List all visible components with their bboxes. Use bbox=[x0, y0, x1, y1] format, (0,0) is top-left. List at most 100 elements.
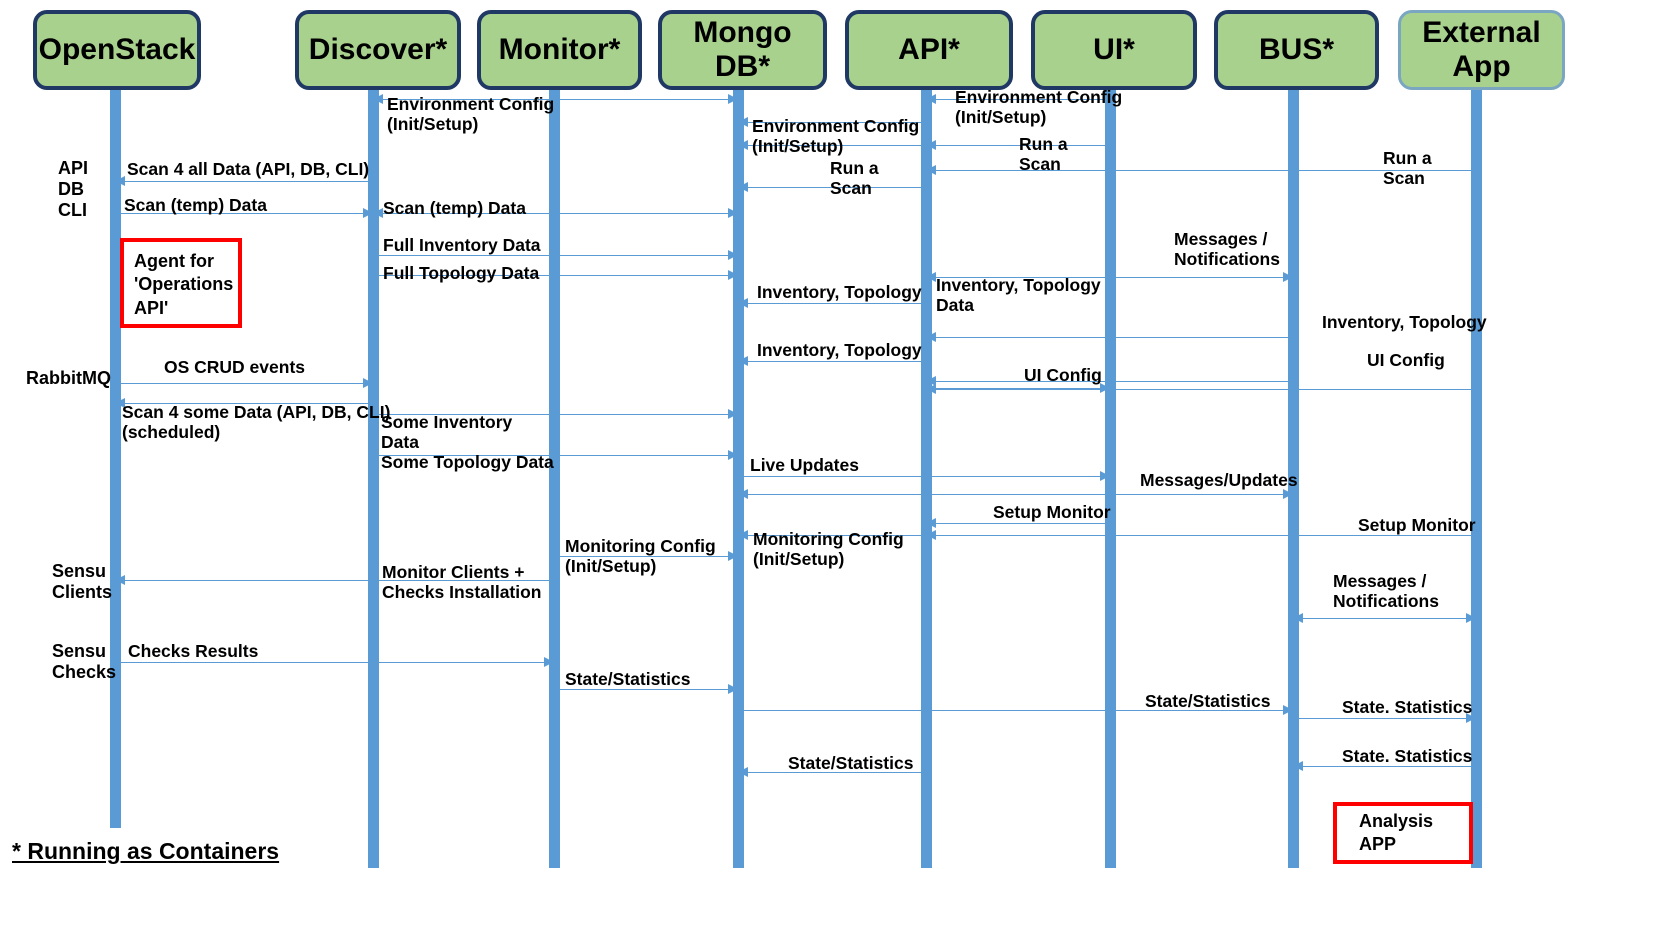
arrow-head-right-icon bbox=[1283, 489, 1293, 499]
message-arrow-m36 bbox=[1293, 618, 1476, 619]
message-label-m19: Inventory, Topology bbox=[1322, 312, 1487, 332]
arrow-head-left-icon bbox=[926, 530, 936, 540]
message-arrow-m24 bbox=[926, 389, 1476, 390]
arrow-head-left-icon bbox=[926, 332, 936, 342]
actor-box-monitor[interactable]: Monitor* bbox=[477, 10, 642, 90]
message-label-m16: Messages / Notifications bbox=[1174, 229, 1280, 269]
message-arrow-m28 bbox=[738, 476, 1110, 477]
actor-box-discover[interactable]: Discover* bbox=[295, 10, 461, 90]
actor-label: Discover* bbox=[308, 33, 448, 67]
message-arrow-m42 bbox=[738, 772, 926, 773]
actor-box-mongodb[interactable]: Mongo DB* bbox=[658, 10, 827, 90]
message-arrow-m20 bbox=[738, 361, 926, 362]
message-label-m40: State. Statistics bbox=[1342, 697, 1473, 717]
message-label-m04: Environment Config (Init/Setup) bbox=[955, 87, 1123, 127]
arrow-head-right-icon bbox=[728, 551, 738, 561]
arrow-head-right-icon bbox=[363, 208, 373, 218]
message-arrow-m30 bbox=[738, 494, 1110, 495]
actor-box-ui[interactable]: UI* bbox=[1031, 10, 1197, 90]
arrow-head-left-icon bbox=[738, 298, 748, 308]
message-arrow-m37 bbox=[115, 662, 554, 663]
message-arrow-m15 bbox=[373, 275, 738, 276]
message-label-m42: State/Statistics bbox=[788, 753, 914, 773]
message-label-m01: Environment Config (Init/Setup) bbox=[387, 94, 555, 134]
message-label-m28: Live Updates bbox=[750, 455, 859, 475]
message-arrow-m02 bbox=[554, 99, 738, 100]
arrow-head-right-icon bbox=[544, 657, 554, 667]
message-label-m36: Messages / Notifications bbox=[1333, 571, 1439, 611]
message-label-m11: Scan (temp) Data bbox=[124, 195, 267, 215]
message-label-m38: State/Statistics bbox=[565, 669, 691, 689]
message-label-m23: OS CRUD events bbox=[164, 357, 306, 377]
message-arrow-m06 bbox=[926, 145, 1110, 146]
message-arrow-m25 bbox=[115, 403, 373, 404]
note-agent-operations-api: Agent for 'Operations API' bbox=[120, 238, 242, 328]
arrow-head-left-icon bbox=[115, 575, 125, 585]
arrow-head-left-icon bbox=[738, 530, 748, 540]
message-arrow-m04 bbox=[926, 99, 1110, 100]
arrow-head-right-icon bbox=[1466, 613, 1476, 623]
message-arrow-m05 bbox=[738, 145, 926, 146]
message-arrow-m39 bbox=[738, 710, 1293, 711]
arrow-head-right-icon bbox=[1283, 705, 1293, 715]
message-label-m20: Inventory, Topology bbox=[757, 340, 922, 360]
actor-label: Monitor* bbox=[498, 33, 621, 67]
message-arrow-m33 bbox=[738, 535, 926, 536]
message-arrow-m23 bbox=[115, 383, 373, 384]
message-label-m03: Environment Config (Init/Setup) bbox=[752, 116, 920, 156]
message-arrow-m32 bbox=[926, 535, 1476, 536]
message-arrow-m26 bbox=[373, 414, 738, 415]
message-label-m22: UI Config bbox=[1024, 365, 1102, 385]
actor-box-bus[interactable]: BUS* bbox=[1214, 10, 1379, 90]
lifeline-externalapp bbox=[1471, 88, 1482, 868]
message-arrow-m40 bbox=[1293, 718, 1476, 719]
message-label-m26: Some Inventory Data bbox=[381, 412, 513, 452]
message-arrow-m29 bbox=[1110, 494, 1293, 495]
arrow-head-left-icon bbox=[373, 208, 383, 218]
message-arrow-m11 bbox=[115, 213, 373, 214]
message-label-m39: State/Statistics bbox=[1145, 691, 1271, 711]
message-label-m31: Setup Monitor bbox=[993, 502, 1111, 522]
arrow-head-left-icon bbox=[738, 356, 748, 366]
message-label-m34: Monitoring Config (Init/Setup) bbox=[565, 536, 716, 576]
message-label-m33: Monitoring Config (Init/Setup) bbox=[753, 529, 904, 569]
message-label-m12: Scan (temp) Data bbox=[383, 198, 526, 218]
lifeline-openstack bbox=[110, 88, 121, 828]
arrow-head-left-icon bbox=[115, 398, 125, 408]
arrow-head-left-icon bbox=[926, 518, 936, 528]
side-label-sensu-checks: Sensu Checks bbox=[52, 641, 117, 683]
message-arrow-m07 bbox=[115, 181, 373, 182]
message-label-m10: Run a Scan bbox=[1383, 148, 1432, 188]
actor-box-api[interactable]: API* bbox=[845, 10, 1013, 90]
lifeline-mongodb bbox=[733, 88, 744, 868]
actor-label: OpenStack bbox=[38, 33, 196, 67]
footnote-running-as-containers: * Running as Containers bbox=[12, 838, 280, 864]
message-label-m41: State. Statistics bbox=[1342, 746, 1473, 766]
actor-label: BUS* bbox=[1258, 33, 1334, 67]
message-label-m14: Full Inventory Data bbox=[383, 235, 541, 255]
arrow-head-left-icon bbox=[926, 165, 936, 175]
actor-box-openstack[interactable]: OpenStack bbox=[33, 10, 201, 90]
message-label-m18: Inventory, Topology Data bbox=[936, 275, 1101, 315]
arrow-head-left-icon bbox=[1293, 761, 1303, 771]
message-arrow-m09 bbox=[926, 170, 1476, 171]
arrow-head-left-icon bbox=[738, 182, 748, 192]
message-label-m15: Full Topology Data bbox=[383, 263, 540, 283]
message-arrow-m22 bbox=[926, 388, 1110, 389]
arrow-head-right-icon bbox=[363, 378, 373, 388]
message-arrow-m34 bbox=[554, 556, 738, 557]
message-label-m37: Checks Results bbox=[128, 641, 259, 661]
message-arrow-m12 bbox=[373, 213, 554, 214]
arrow-head-left-icon bbox=[115, 176, 125, 186]
lifeline-discover bbox=[368, 88, 379, 868]
actor-box-externalapp[interactable]: External App bbox=[1398, 10, 1565, 90]
arrow-head-right-icon bbox=[728, 684, 738, 694]
arrow-head-right-icon bbox=[1466, 713, 1476, 723]
message-label-m21: UI Config bbox=[1367, 350, 1445, 370]
arrow-head-left-icon bbox=[926, 376, 936, 386]
lifeline-monitor bbox=[549, 88, 560, 868]
message-label-m35: Monitor Clients + Checks Installation bbox=[382, 562, 542, 602]
side-label-sensu-clients: Sensu Clients bbox=[52, 561, 113, 603]
message-arrow-m13 bbox=[554, 213, 738, 214]
message-arrow-m21 bbox=[926, 381, 1293, 382]
